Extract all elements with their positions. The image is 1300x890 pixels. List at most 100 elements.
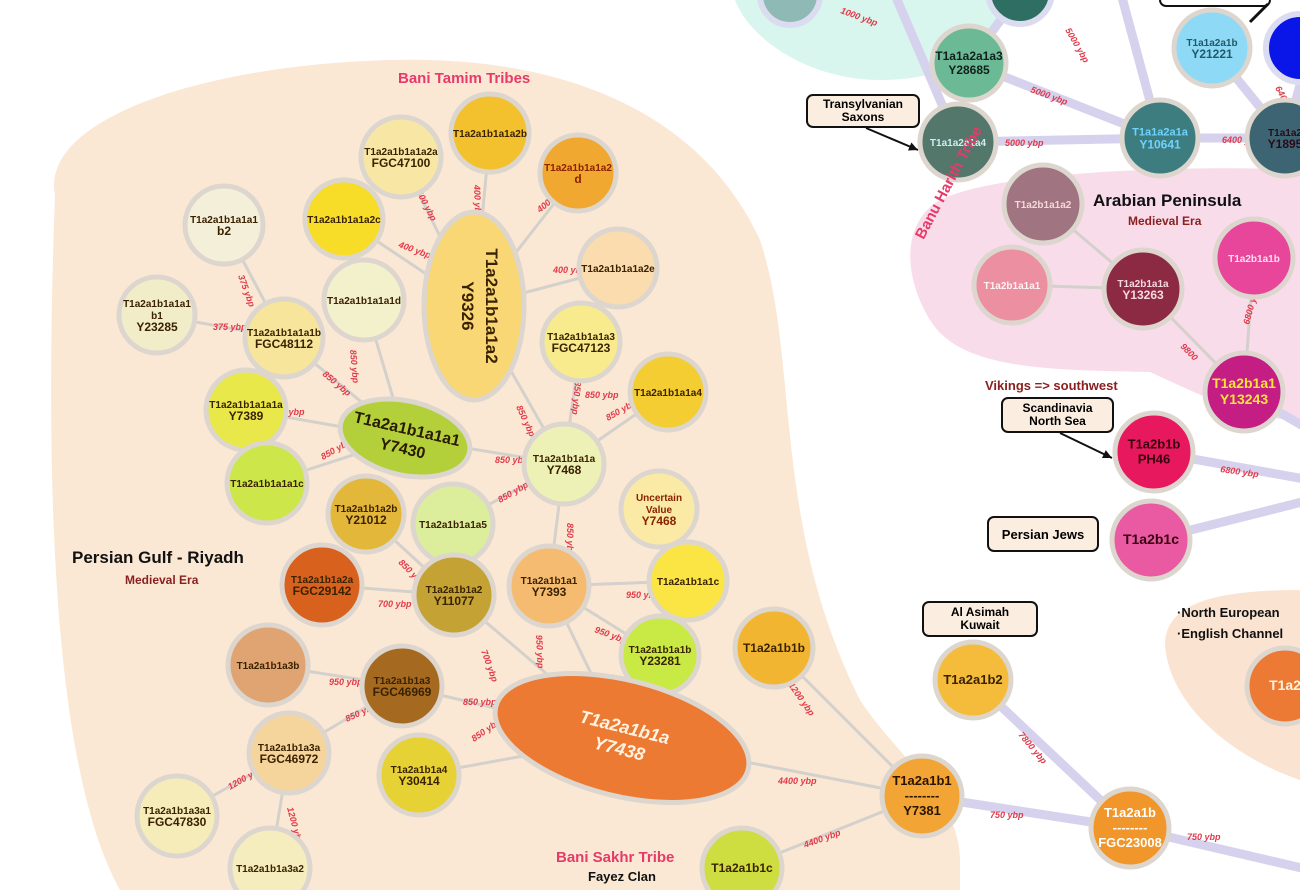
node-label: Y1895 bbox=[1268, 137, 1300, 151]
region-era-arabian: Medieval Era bbox=[1128, 214, 1202, 228]
node-circle bbox=[932, 639, 1014, 721]
node-label: T1a2a1b1a3a2 bbox=[236, 864, 304, 875]
node-label: T1a2a1b1a2b bbox=[335, 504, 398, 515]
node-label: Y7468 bbox=[642, 514, 677, 528]
node-label: Y7381 bbox=[903, 803, 941, 818]
node-label: T1a2b1a1 bbox=[1212, 375, 1276, 391]
node-circle bbox=[225, 622, 311, 708]
node-circle bbox=[618, 468, 700, 550]
tree-node: T1a2b1a1a1 bbox=[971, 244, 1053, 326]
callout-partial-top bbox=[1159, 0, 1271, 7]
node-label: FGC46969 bbox=[373, 685, 432, 699]
node-label: T1a2b1b bbox=[1128, 437, 1181, 452]
callout-line: Scandinavia bbox=[1022, 401, 1093, 415]
node-label: T1a2a1b1a1a bbox=[533, 454, 596, 465]
callout-arrow bbox=[865, 127, 919, 151]
callout-arrow bbox=[1248, 2, 1270, 24]
node-label: T1a2a1b1a1a5 bbox=[419, 520, 487, 531]
edge-label: 5000 ybp bbox=[1063, 26, 1091, 65]
node-label: FGC47100 bbox=[372, 156, 431, 170]
tree-node: T1a2a1b1a1a1d bbox=[321, 257, 407, 343]
edge-label: 5000 ybp bbox=[1029, 84, 1069, 107]
edge-label: 750 ybp bbox=[1187, 832, 1221, 842]
node-circle bbox=[227, 825, 313, 890]
node-ellipse bbox=[421, 209, 527, 403]
region-title-north-european: ·North European bbox=[1177, 605, 1280, 620]
region-blob-north-europe bbox=[1165, 590, 1300, 780]
tree-node: T1a2a1b1--------Y7381 bbox=[879, 753, 965, 839]
node-label: T1a1a2a1b bbox=[1186, 38, 1237, 49]
node-label: T1a2a1b1a1c bbox=[657, 577, 720, 588]
node-label: FGC47830 bbox=[148, 815, 207, 829]
node-circle bbox=[971, 244, 1053, 326]
node-circle bbox=[279, 542, 365, 628]
tree-node: T1a2b1a1b bbox=[1212, 216, 1296, 300]
node-label: Y9326 bbox=[458, 281, 477, 330]
node-label: T1a2a1b1a1a2c bbox=[307, 215, 381, 226]
node-label: Y10641 bbox=[1139, 138, 1181, 152]
node-circle bbox=[1101, 247, 1185, 331]
edge-label: 850 ybp bbox=[565, 523, 575, 557]
node-label: T1a1a2 bbox=[1268, 128, 1300, 139]
node-circle bbox=[1212, 216, 1296, 300]
tree-node: T1a2a1b1a1a2c bbox=[302, 177, 386, 261]
node-label: T1a2a1b1a3b bbox=[237, 661, 300, 672]
node-label: T1a2b1a1a bbox=[1117, 279, 1169, 290]
node-label: T1a2a1b1a1a2e bbox=[581, 264, 655, 275]
node-label: -------- bbox=[905, 788, 940, 803]
node-label: T1a1a2a1a bbox=[1132, 127, 1189, 139]
node-label: Y7468 bbox=[547, 463, 582, 477]
tree-node: T1a2a1b1a1a2e bbox=[576, 226, 660, 310]
node-label: Y7389 bbox=[229, 409, 264, 423]
node-circle bbox=[1244, 645, 1300, 727]
node-label: T1a2b1c bbox=[1123, 531, 1179, 547]
tree-node: T1a2a1b1a1a5 bbox=[410, 481, 496, 567]
node-circle bbox=[1119, 97, 1201, 179]
tree-node: T1a2a1b1c bbox=[699, 825, 785, 890]
node-label: T1a2a1b bbox=[1104, 805, 1156, 820]
node-circle bbox=[646, 539, 730, 623]
node-circle bbox=[576, 226, 660, 310]
node-label: Uncertain bbox=[636, 493, 682, 504]
node-circle bbox=[321, 257, 407, 343]
node-circle bbox=[448, 91, 532, 175]
tree-node: T1a2a1b1a1a1c bbox=[224, 440, 310, 526]
node-circle bbox=[1171, 7, 1253, 89]
node-label: T1a2b1a1a1 bbox=[984, 281, 1041, 292]
edge-label: 850 ybp bbox=[495, 455, 529, 465]
node-ellipse bbox=[337, 396, 473, 480]
callout-persian-jews: Persian Jews bbox=[987, 516, 1099, 552]
tree-node: T1a2a1b1a3a2 bbox=[227, 825, 313, 890]
node-label: Value bbox=[646, 505, 673, 516]
node-label: FGC46972 bbox=[260, 752, 319, 766]
node-label: T1a2a1b1a1a3 bbox=[547, 332, 615, 343]
node-circle bbox=[376, 732, 462, 818]
region-blob-persian-gulf bbox=[51, 59, 961, 890]
node-label: T1a2b1a1a2 bbox=[1015, 200, 1072, 211]
node-label: FGC29142 bbox=[293, 584, 352, 598]
tree-node: T1a2b1c bbox=[1109, 498, 1193, 582]
node-label: T1a2a1b1a1a1 bbox=[190, 215, 258, 226]
edge-label: 400 ybp bbox=[552, 265, 587, 275]
callout-line: Persian Jews bbox=[1001, 526, 1085, 542]
node-label: T1a1a2a1a3 bbox=[935, 49, 1003, 63]
node-circle bbox=[627, 351, 709, 433]
callout-line: Saxons bbox=[841, 110, 885, 124]
node-label: T1a2a1b1a4 bbox=[391, 765, 448, 776]
node-ellipse bbox=[492, 671, 752, 805]
